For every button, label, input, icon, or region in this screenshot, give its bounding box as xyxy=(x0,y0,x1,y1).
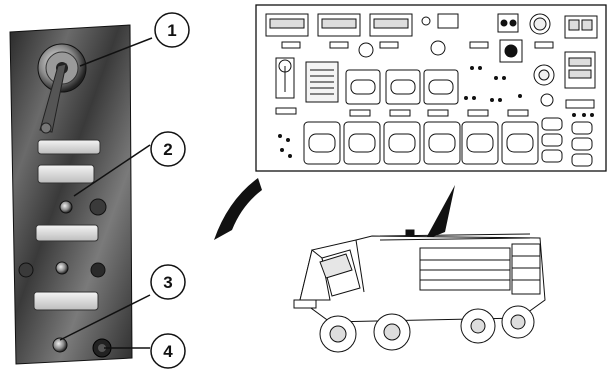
svg-text:2: 2 xyxy=(163,140,172,159)
indicator-lamp xyxy=(59,200,73,214)
location-pointer xyxy=(425,185,455,240)
callout-1: 1 xyxy=(154,12,190,48)
panel-line-drawing xyxy=(255,4,607,172)
callout-3: 3 xyxy=(150,264,186,300)
callout-4: 4 xyxy=(150,333,186,369)
indicator-lamp xyxy=(90,262,106,278)
nameplate-bottom xyxy=(33,291,99,311)
leader-lines xyxy=(59,37,153,349)
truck-wheel xyxy=(460,308,496,344)
truck-wheel xyxy=(319,315,357,353)
indicator-lamp xyxy=(89,198,107,216)
svg-text:1: 1 xyxy=(167,21,176,40)
truck-wheel xyxy=(373,313,411,351)
indicator-lamp xyxy=(55,261,69,275)
callout-2: 2 xyxy=(150,131,186,167)
fire-truck-drawing xyxy=(293,229,546,353)
svg-text:4: 4 xyxy=(163,342,173,361)
svg-text:3: 3 xyxy=(163,273,172,292)
pump-engage-lamp xyxy=(52,337,68,353)
indicator-lamp xyxy=(18,262,34,278)
truck-wheel xyxy=(501,305,535,339)
nameplate-top xyxy=(37,139,101,155)
nameplate-middle-a xyxy=(37,164,95,184)
photo-control-panel xyxy=(9,24,133,365)
rotary-switch xyxy=(37,43,87,134)
zoom-arrow xyxy=(214,178,262,240)
nameplate-middle-b xyxy=(35,224,99,242)
